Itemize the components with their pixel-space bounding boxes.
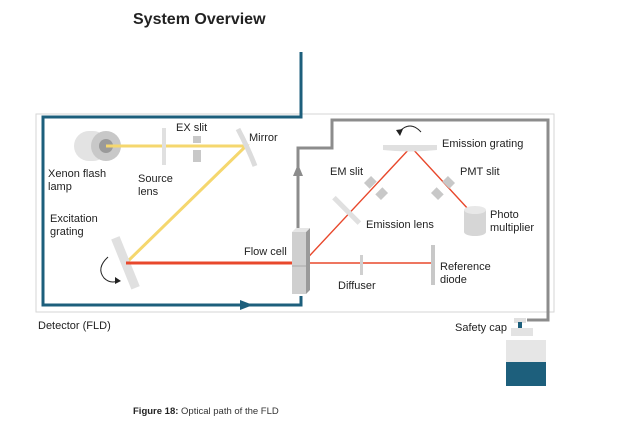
waste-bottle bbox=[506, 318, 546, 386]
label-safety-cap: Safety cap bbox=[455, 322, 507, 334]
label-line: grating bbox=[50, 226, 84, 238]
flow-direction-arrow bbox=[240, 300, 253, 310]
flow-cell bbox=[292, 228, 310, 294]
ex-slit bbox=[193, 136, 201, 162]
label-em-slit: EM slit bbox=[330, 166, 363, 178]
source-lens bbox=[162, 128, 166, 165]
figure-caption-text: Optical path of the FLD bbox=[178, 406, 279, 417]
excitation-grating bbox=[111, 236, 140, 290]
label-detector: Detector (FLD) bbox=[38, 320, 111, 332]
figure-number: Figure 18: bbox=[133, 406, 179, 417]
mirror bbox=[235, 127, 258, 167]
label-line: lamp bbox=[48, 181, 72, 193]
label-mirror: Mirror bbox=[249, 132, 278, 144]
label-line: Source bbox=[138, 173, 173, 185]
rotate-arrowhead bbox=[115, 277, 121, 284]
label-line: Reference bbox=[440, 261, 491, 273]
detector-frame bbox=[35, 113, 555, 313]
em-slit bbox=[363, 175, 389, 201]
pmt-slit bbox=[430, 175, 456, 201]
label-pmt-slit: PMT slit bbox=[460, 166, 500, 178]
diagram-title: System Overview bbox=[133, 11, 266, 28]
label-emission-grating: Emission grating bbox=[442, 138, 524, 150]
photo-multiplier bbox=[464, 206, 486, 236]
label-emission-lens: Emission lens bbox=[366, 219, 434, 231]
label-line: diode bbox=[440, 274, 467, 286]
emission-grating bbox=[383, 145, 437, 152]
excitation-beam bbox=[106, 144, 250, 265]
figure-caption: Figure 18: Optical path of the FLD bbox=[133, 406, 279, 417]
outlet-tube bbox=[296, 118, 550, 322]
reference-diode bbox=[431, 245, 435, 285]
label-line: Excitation bbox=[50, 213, 98, 225]
emission-lens bbox=[332, 195, 362, 225]
inlet-tube bbox=[41, 52, 303, 307]
label-line: lens bbox=[138, 186, 159, 198]
emission-rotate-arrowhead bbox=[396, 129, 403, 136]
label-diffuser: Diffuser bbox=[338, 280, 376, 292]
emission-path bbox=[299, 145, 470, 267]
label-flow-cell: Flow cell bbox=[244, 246, 287, 258]
label-line: multiplier bbox=[490, 222, 535, 234]
emission-rotate-arrow-icon bbox=[398, 125, 422, 133]
label-ex-slit: EX slit bbox=[176, 122, 208, 134]
diffuser bbox=[360, 255, 363, 275]
outlet-arrow bbox=[293, 164, 303, 176]
rotate-arrow-icon bbox=[100, 256, 119, 283]
label-line: Photo bbox=[490, 209, 519, 221]
label-line: Xenon flash bbox=[48, 168, 107, 180]
